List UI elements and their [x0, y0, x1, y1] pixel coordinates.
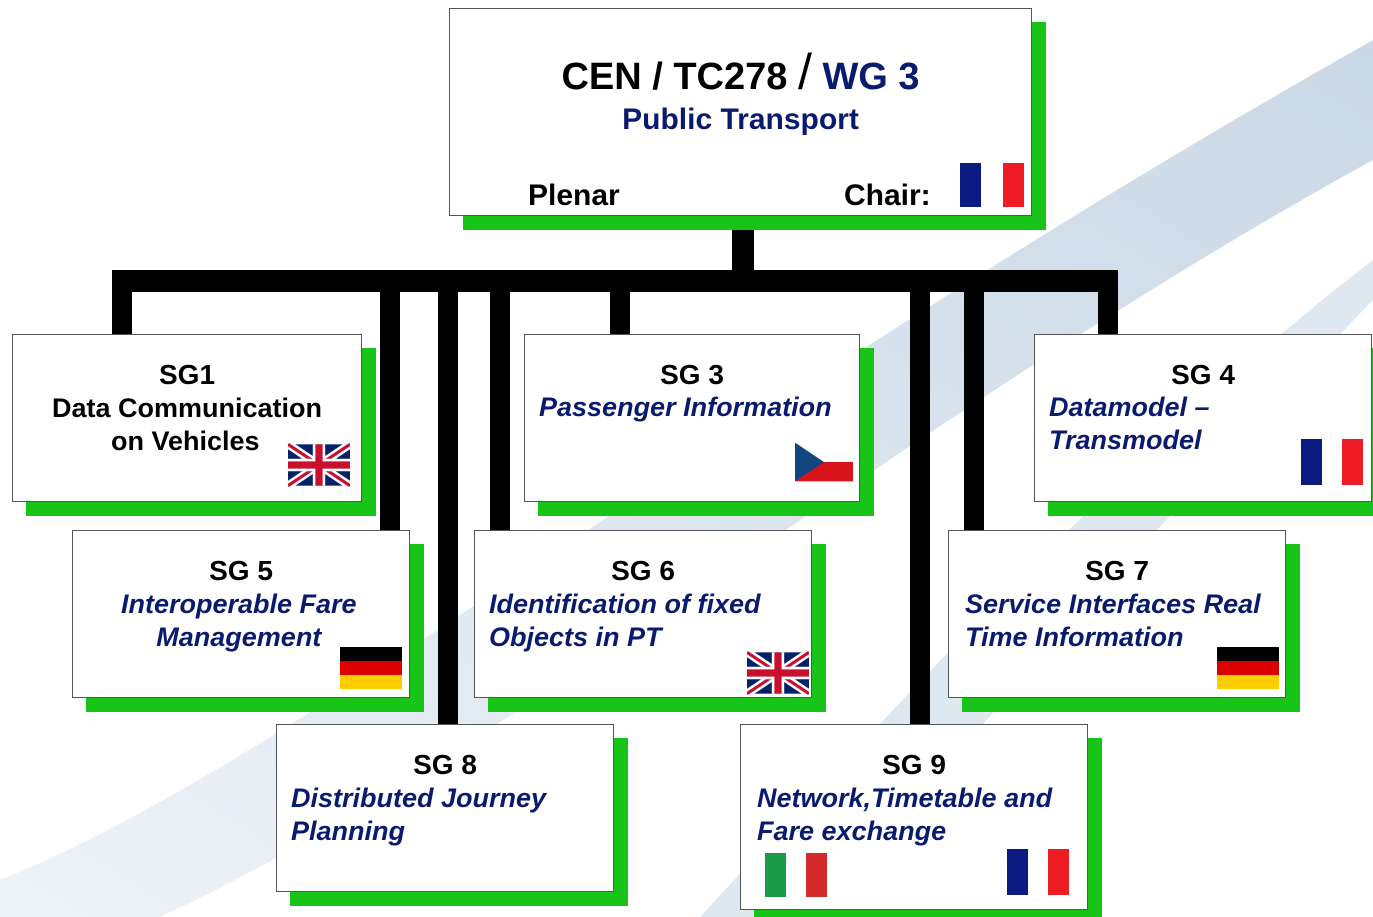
plenar-title-part2: WG 3 [822, 56, 920, 98]
sg4-title: SG 4 [1171, 359, 1235, 390]
sg4-line1: Datamodel – [1049, 392, 1210, 422]
sg6-line1: Identification of fixed [489, 589, 761, 619]
sg7-subtitle: Service Interfaces Real Time Information [965, 588, 1261, 654]
sg5-line1: Interoperable Fare [121, 589, 357, 619]
sg6-line2: Objects in PT [489, 622, 662, 652]
sg8-title: SG 8 [413, 749, 477, 780]
italy-flag [765, 853, 828, 897]
sg9-box: SG 9 Network,Timetable and Fare exchange [740, 724, 1088, 910]
france-flag [960, 163, 1024, 207]
sg6-box: SG 6 Identification of fixed Objects in … [474, 530, 812, 698]
sg1-line1: Data Communication [51, 393, 323, 423]
france-flag [1301, 439, 1364, 485]
uk-flag [747, 651, 809, 695]
sg9-title: SG 9 [882, 749, 946, 780]
sg9-line2: Fare exchange [757, 816, 947, 846]
sg8-line1: Distributed Journey [291, 783, 547, 813]
uk-flag [288, 443, 350, 487]
connector-trunk [732, 230, 754, 278]
germany-flag [1217, 647, 1279, 689]
connector-sg1 [112, 280, 132, 336]
sg3-subtitle: Passenger Information [539, 391, 832, 424]
sg3-title: SG 3 [660, 359, 724, 390]
france-flag [1007, 849, 1070, 895]
sg5-box: SG 5 Interoperable Fare Management [72, 530, 410, 698]
sg5-title: SG 5 [209, 555, 273, 586]
sg7-box: SG 7 Service Interfaces Real Time Inform… [948, 530, 1286, 698]
connector-sg5 [380, 280, 400, 532]
sg5-line2: Management [156, 622, 322, 652]
plenar-label: Plenar [528, 179, 620, 212]
sg1-title: SG1 [158, 359, 216, 390]
plenar-title: CEN / TC278 / WG 3 [450, 43, 1031, 101]
sg7-line2: Time Information [965, 622, 1184, 652]
germany-flag [340, 647, 402, 689]
connector-sg4 [1098, 280, 1118, 336]
sg7-title: SG 7 [1085, 555, 1149, 586]
sg8-line2: Planning [291, 816, 405, 846]
sg4-box: SG 4 Datamodel – Transmodel [1034, 334, 1372, 502]
plenar-title-part1: CEN / TC278 [561, 56, 788, 98]
connector-sg6 [490, 280, 510, 532]
sg6-title: SG 6 [611, 555, 675, 586]
chair-label: Chair: [844, 179, 931, 212]
sg6-subtitle: Identification of fixed Objects in PT [489, 588, 761, 654]
sg4-subtitle: Datamodel – Transmodel [1049, 391, 1210, 457]
sg9-line1: Network,Timetable and [757, 783, 1053, 813]
sg1-line2: on Vehicles [111, 426, 260, 456]
connector-sg8 [438, 280, 458, 726]
sg1-box: SG1 Data Communication on Vehicles [12, 334, 362, 502]
plenar-title-slash: / [797, 44, 812, 100]
czech-flag [795, 442, 853, 482]
plenar-subtitle: Public Transport [622, 103, 859, 136]
sg3-box: SG 3 Passenger Information [524, 334, 860, 502]
sg8-subtitle: Distributed Journey Planning [291, 782, 546, 848]
connector-sg3 [610, 280, 630, 336]
sg7-line1: Service Interfaces Real [965, 589, 1261, 619]
sg9-subtitle: Network,Timetable and Fare exchange [757, 782, 1052, 848]
sg3-line1: Passenger Information [539, 392, 832, 422]
connector-sg7 [964, 280, 984, 532]
sg5-subtitle: Interoperable Fare Management [121, 588, 357, 654]
connector-sg9 [910, 280, 930, 726]
plenar-box: CEN / TC278 / WG 3 Public Transport Plen… [449, 8, 1032, 216]
sg8-box: SG 8 Distributed Journey Planning [276, 724, 614, 892]
sg4-line2: Transmodel [1049, 425, 1202, 455]
